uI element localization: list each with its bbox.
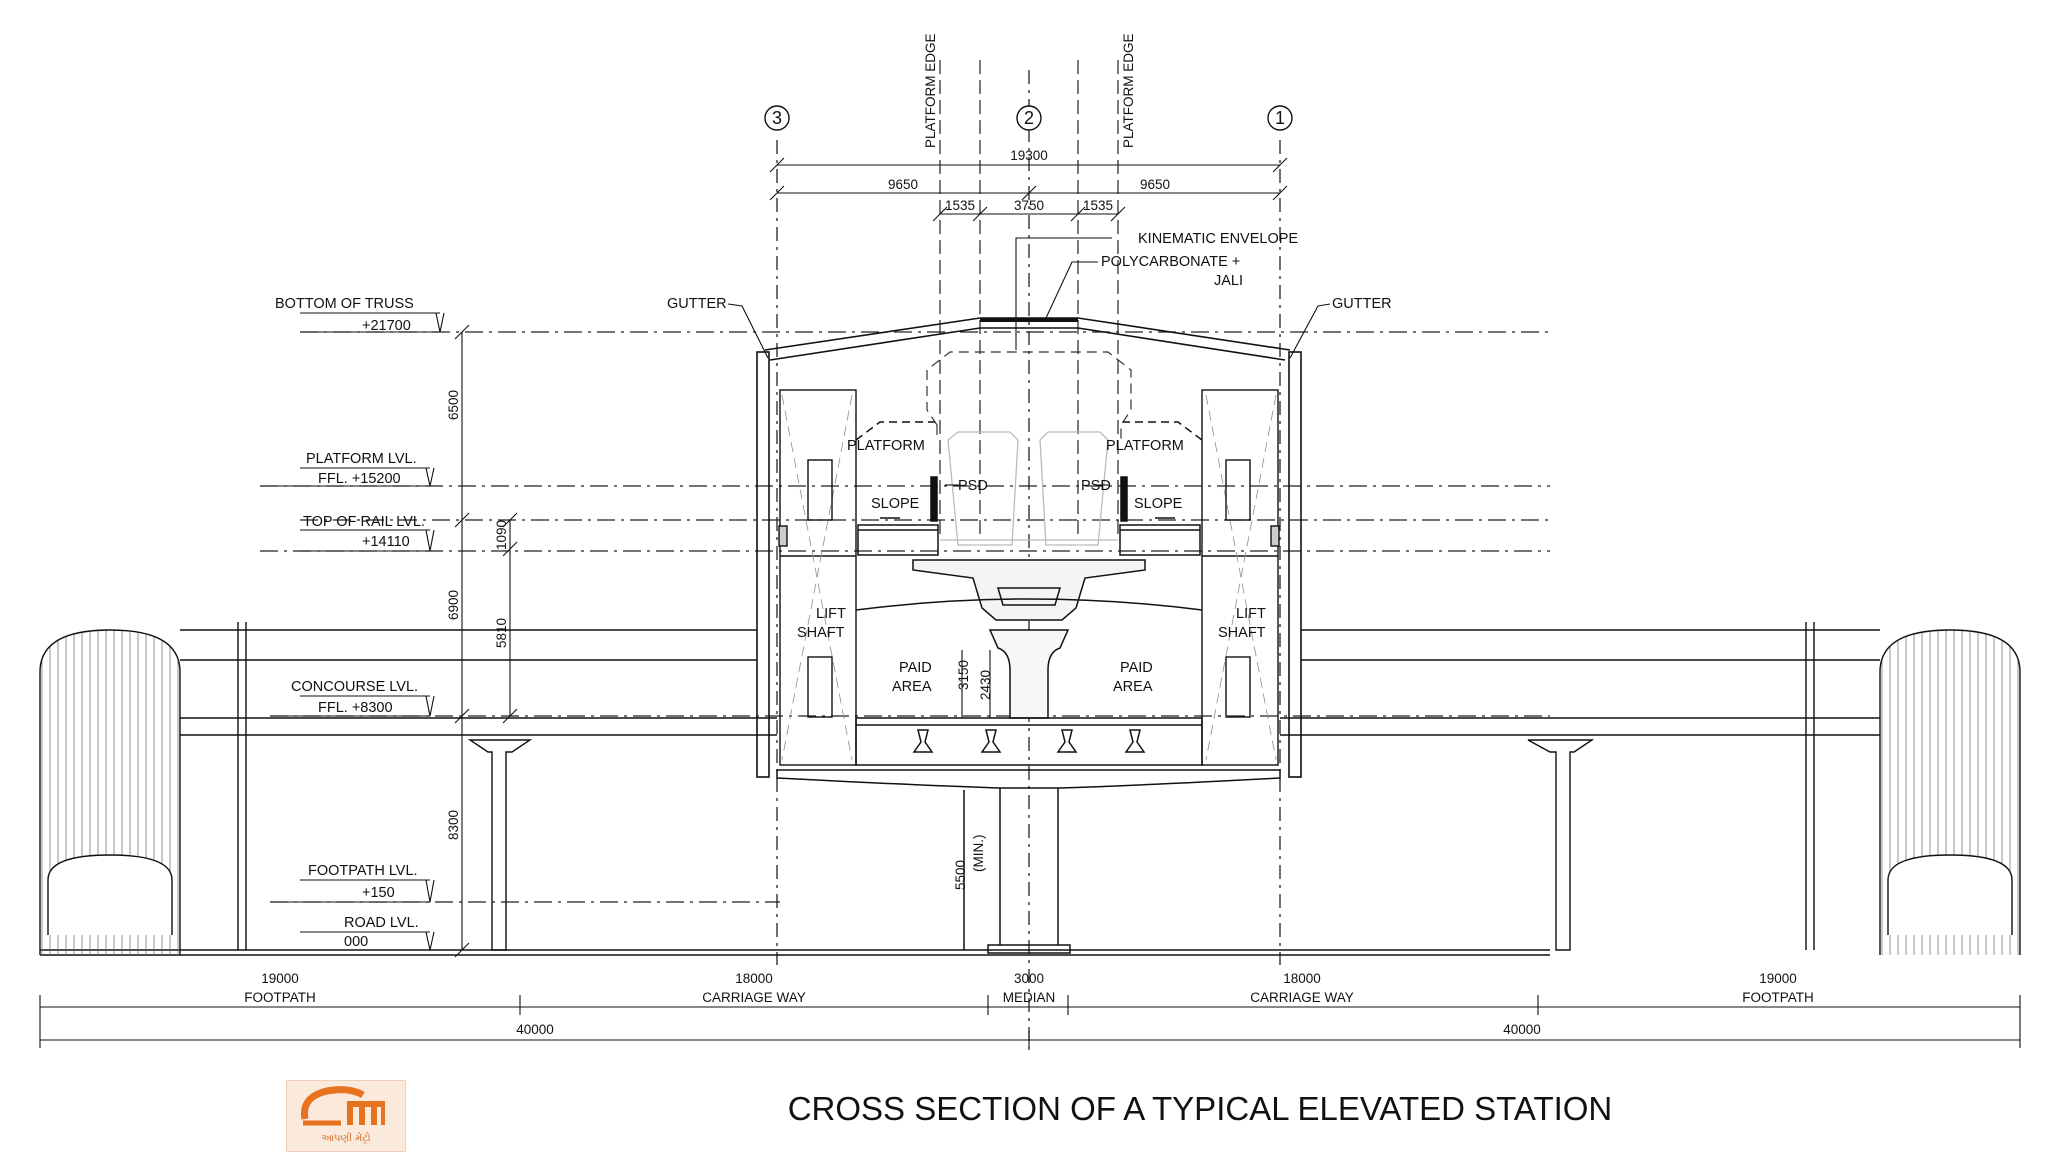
label-shaft-left: SHAFT bbox=[797, 625, 845, 641]
platform-edge-lines bbox=[939, 60, 1119, 540]
axis-bubble-1: 1 bbox=[1267, 105, 1293, 131]
dim-5500: 5500 bbox=[953, 860, 968, 890]
label-psd-left: PSD bbox=[958, 478, 988, 494]
main-pier bbox=[963, 788, 1071, 954]
label-psd-right: PSD bbox=[1081, 478, 1111, 494]
platform-structure bbox=[855, 421, 1203, 556]
dim-footpath-right-value: 19000 bbox=[1759, 971, 1797, 986]
label-platform-left: PLATFORM bbox=[847, 438, 925, 454]
bottom-dimensions bbox=[39, 995, 2021, 1048]
dim-carriage-left-value: 18000 bbox=[735, 971, 773, 986]
label-gutter-left: GUTTER bbox=[667, 296, 727, 312]
svg-text:2: 2 bbox=[1024, 108, 1034, 128]
dim-edge-right: 1535 bbox=[1083, 198, 1113, 213]
level-platform-value: FFL. +15200 bbox=[318, 471, 401, 487]
dim-8300: 8300 bbox=[446, 810, 461, 840]
dim-left-half: 9650 bbox=[888, 177, 918, 192]
dim-overall-width: 19300 bbox=[1010, 148, 1048, 163]
metro-logo: આપણી મેટ્રો bbox=[286, 1080, 406, 1152]
label-jali: JALI bbox=[1214, 273, 1243, 289]
dim-1090: 1090 bbox=[494, 520, 509, 550]
level-rail-label: TOP OF RAIL LVL. bbox=[303, 514, 425, 530]
svg-text:3: 3 bbox=[772, 108, 782, 128]
label-polycarbonate: POLYCARBONATE + bbox=[1101, 254, 1240, 270]
concourse-structure bbox=[776, 598, 1281, 789]
grid-lines bbox=[776, 70, 1281, 1050]
dim-min: (MIN.) bbox=[971, 835, 986, 873]
dim-6500: 6500 bbox=[446, 390, 461, 420]
dim-3150: 3150 bbox=[956, 660, 971, 690]
label-lift-right: LIFT bbox=[1236, 606, 1266, 622]
kinematic-envelope bbox=[926, 351, 1132, 440]
dim-carriage-right-value: 18000 bbox=[1283, 971, 1321, 986]
dim-5810: 5810 bbox=[494, 618, 509, 648]
platform-edge-label-left: PLATFORM EDGE bbox=[923, 33, 938, 148]
level-road-label: ROAD LVL. bbox=[344, 915, 419, 931]
top-dimensions bbox=[769, 157, 1288, 222]
dim-total-left: 40000 bbox=[516, 1022, 554, 1037]
label-paid-right: PAID bbox=[1120, 660, 1153, 676]
dim-carriage-left-label: CARRIAGE WAY bbox=[702, 990, 806, 1005]
dim-right-half: 9650 bbox=[1140, 177, 1170, 192]
dim-median-value: 3000 bbox=[1014, 971, 1044, 986]
roof-truss bbox=[756, 317, 1302, 778]
dim-6900: 6900 bbox=[446, 590, 461, 620]
leaders bbox=[727, 237, 1331, 486]
level-concourse-value: FFL. +8300 bbox=[318, 700, 393, 716]
dim-footpath-right-label: FOOTPATH bbox=[1742, 990, 1814, 1005]
dim-footpath-left-value: 19000 bbox=[261, 971, 299, 986]
dim-median-label: MEDIAN bbox=[1003, 990, 1056, 1005]
level-truss-value: +21700 bbox=[362, 318, 411, 334]
axis-bubble-3: 3 bbox=[764, 105, 790, 131]
level-tags bbox=[260, 312, 445, 951]
svg-text:1: 1 bbox=[1275, 108, 1285, 128]
level-footpath-value: +150 bbox=[362, 885, 395, 901]
label-kinematic-envelope: KINEMATIC ENVELOPE bbox=[1138, 231, 1298, 247]
label-platform-right: PLATFORM bbox=[1106, 438, 1184, 454]
level-truss-label: BOTTOM OF TRUSS bbox=[275, 296, 414, 312]
logo-caption: આપણી મેટ્રો bbox=[321, 1133, 371, 1144]
level-road-value: 000 bbox=[344, 934, 368, 950]
right-lift-tower bbox=[1201, 389, 1280, 766]
dim-carriage-right-label: CARRIAGE WAY bbox=[1250, 990, 1354, 1005]
label-area-right: AREA bbox=[1113, 679, 1153, 695]
label-lift-left: LIFT bbox=[816, 606, 846, 622]
dim-2430: 2430 bbox=[978, 670, 993, 700]
label-gutter-right: GUTTER bbox=[1332, 296, 1392, 312]
label-area-left: AREA bbox=[892, 679, 932, 695]
vertical-dimensions bbox=[454, 324, 991, 958]
train-outlines bbox=[940, 431, 1118, 546]
level-concourse-label: CONCOURSE LVL. bbox=[291, 679, 418, 695]
level-platform-label: PLATFORM LVL. bbox=[306, 451, 417, 467]
page-title: CROSS SECTION OF A TYPICAL ELEVATED STAT… bbox=[787, 1090, 1613, 1127]
road-structures bbox=[39, 622, 2021, 956]
label-slope-left: SLOPE bbox=[871, 496, 920, 512]
dim-track: 3750 bbox=[1014, 198, 1044, 213]
track-girder bbox=[912, 559, 1146, 621]
left-lift-tower bbox=[778, 389, 857, 766]
label-paid-left: PAID bbox=[899, 660, 932, 676]
level-rail-value: +14110 bbox=[362, 534, 410, 550]
dim-footpath-left-label: FOOTPATH bbox=[244, 990, 316, 1005]
dim-total-right: 40000 bbox=[1503, 1022, 1541, 1037]
level-footpath-label: FOOTPATH LVL. bbox=[308, 863, 418, 879]
label-slope-right: SLOPE bbox=[1134, 496, 1183, 512]
label-shaft-right: SHAFT bbox=[1218, 625, 1266, 641]
axis-bubble-2: 2 bbox=[1016, 105, 1042, 131]
dim-edge-left: 1535 bbox=[945, 198, 975, 213]
metro-logo-icon bbox=[300, 1086, 385, 1126]
platform-edge-label-right: PLATFORM EDGE bbox=[1121, 33, 1136, 148]
level-lines bbox=[260, 331, 1550, 903]
